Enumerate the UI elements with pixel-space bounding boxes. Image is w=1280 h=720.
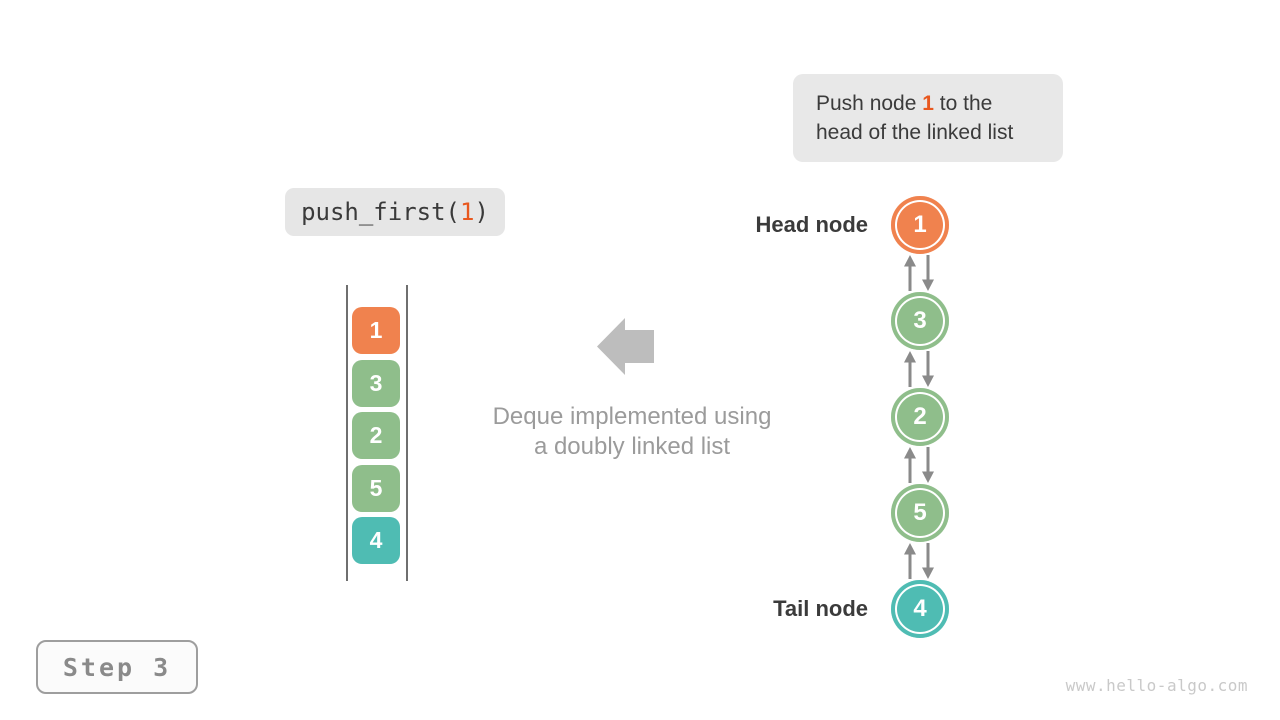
- stack-cell: 4: [352, 517, 400, 564]
- list-node: 4: [891, 580, 949, 638]
- code-text-before: push_first(: [301, 198, 461, 226]
- list-node: 2: [891, 388, 949, 446]
- list-node-value: 1: [913, 211, 927, 238]
- list-node-value: 3: [913, 307, 927, 334]
- prev-next-arrows-icon: [904, 543, 934, 579]
- stack-cell: 3: [352, 360, 400, 407]
- code-arg-value: 1: [460, 198, 475, 226]
- code-operation-label: push_first(1): [285, 188, 505, 236]
- stack-cell-value: 1: [369, 317, 383, 343]
- code-text-after: ): [474, 198, 489, 226]
- stack-left-wall: [346, 285, 348, 581]
- watermark: www.hello-algo.com: [1065, 676, 1248, 695]
- stack-cell-value: 4: [369, 527, 383, 553]
- push-note-highlight-value: 1: [922, 92, 934, 115]
- stack-cell-value: 5: [369, 475, 383, 501]
- arrow-caption-line2: a doubly linked list: [533, 433, 731, 460]
- stack-cell-value: 2: [369, 422, 383, 448]
- left-block-arrow-icon: [597, 318, 654, 375]
- stack-cell: 1: [352, 307, 400, 354]
- list-node-value: 2: [913, 403, 927, 430]
- list-node: 5: [891, 484, 949, 542]
- arrow-caption-line1: Deque implemented using: [492, 403, 772, 430]
- tail-node-label: Tail node: [773, 596, 868, 621]
- step-badge: Step 3: [36, 640, 198, 694]
- push-note-text-before: Push node: [816, 92, 923, 115]
- head-node-label: Head node: [755, 212, 868, 237]
- stack-cell-value: 3: [369, 370, 383, 396]
- list-node-value: 4: [913, 595, 927, 622]
- stack-right-wall: [406, 285, 408, 581]
- arrow-caption: Deque implemented using a doubly linked …: [447, 402, 817, 462]
- list-node: 1: [891, 196, 949, 254]
- prev-next-arrows-icon: [904, 351, 934, 387]
- list-node-value: 5: [913, 499, 927, 526]
- push-note: Push node 1 to the head of the linked li…: [793, 74, 1063, 162]
- list-node: 3: [891, 292, 949, 350]
- push-note-text-after: to the head of the linked list: [816, 92, 1014, 144]
- stack-cell: 5: [352, 465, 400, 512]
- prev-next-arrows-icon: [904, 255, 934, 291]
- stack-cell: 2: [352, 412, 400, 459]
- prev-next-arrows-icon: [904, 447, 934, 483]
